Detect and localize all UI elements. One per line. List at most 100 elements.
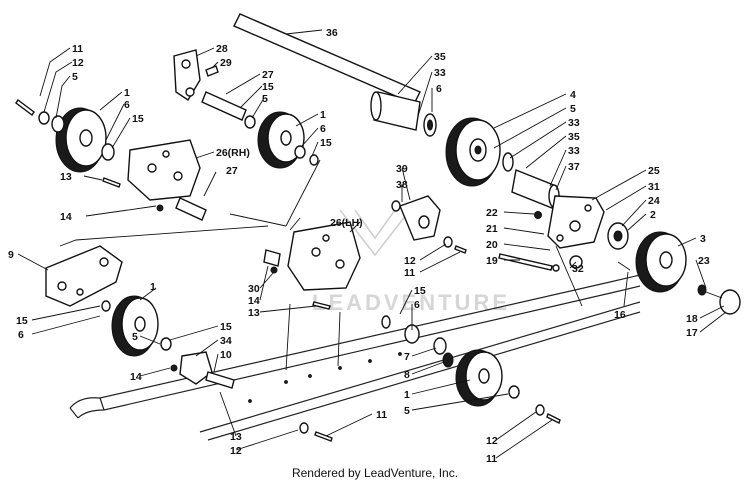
spacer-sleeve — [370, 91, 421, 131]
bolt-11-right — [535, 404, 561, 424]
callout-14-a: 14 — [60, 211, 72, 223]
callout-2: 2 — [650, 209, 656, 221]
callout-35-b: 35 — [568, 131, 580, 143]
callout-22: 22 — [486, 207, 498, 219]
right-side-bracket — [547, 195, 605, 249]
washer-12-mid — [443, 236, 467, 254]
callout-13-a: 13 — [60, 171, 72, 183]
callout-6-c: 6 — [436, 83, 442, 95]
callout-11-c: 11 — [376, 409, 387, 421]
callout-30: 30 — [248, 283, 260, 295]
right-idler-wheel — [635, 231, 687, 293]
pivot-block — [391, 195, 441, 241]
callout-24: 24 — [648, 195, 660, 207]
callout-38: 38 — [396, 179, 408, 191]
nut-14-upper — [156, 204, 164, 212]
callout-15-f: 15 — [220, 321, 232, 333]
callout-11-a: 11 — [72, 43, 83, 55]
nut-30 — [270, 266, 278, 274]
spacer-27-upper — [201, 91, 256, 129]
callout-6-d: 6 — [414, 299, 420, 311]
callout-7: 7 — [404, 351, 410, 363]
callout-6-e: 6 — [18, 329, 24, 341]
callout-1-b: 1 — [320, 109, 326, 121]
callout-5-b: 5 — [262, 93, 268, 105]
callout-14-b: 14 — [248, 295, 260, 307]
link-assembly — [170, 351, 235, 389]
callout-4: 4 — [570, 89, 576, 101]
callout-6-a: 6 — [124, 99, 130, 111]
callout-1-d: 1 — [404, 389, 410, 401]
large-idler-wheel — [445, 117, 501, 187]
lower-pivot-arm — [45, 245, 123, 307]
callout-32: 32 — [572, 263, 584, 275]
callout-5-d: 5 — [132, 331, 138, 343]
callout-3: 3 — [700, 233, 706, 245]
hub-cap — [697, 284, 741, 315]
callout-11-b: 11 — [404, 267, 415, 279]
callout-labels: 11 12 5 1 6 15 13 14 28 29 27 15 5 26(RH… — [8, 27, 710, 465]
callout-13-b: 13 — [248, 307, 260, 319]
callout-9: 9 — [8, 249, 14, 261]
callout-8: 8 — [404, 369, 410, 381]
callout-1-a: 1 — [124, 87, 130, 99]
callout-36: 36 — [326, 27, 338, 39]
slide-rail — [69, 274, 641, 441]
spacer-27-lower — [175, 197, 207, 221]
callout-29: 29 — [220, 57, 232, 69]
footer-credit: Rendered by LeadVenture, Inc. — [291, 466, 459, 480]
callout-27-b: 27 — [226, 165, 238, 177]
callout-33-a: 33 — [434, 67, 446, 79]
callout-26-rh: 26(RH) — [216, 147, 250, 159]
assembly-lines — [59, 159, 583, 371]
callout-12-d: 12 — [486, 435, 498, 447]
bolt-16 — [617, 261, 631, 271]
callout-17: 17 — [686, 327, 698, 339]
upper-left-wheel — [15, 98, 115, 173]
callout-15-a: 15 — [132, 113, 144, 125]
callout-11-d: 11 — [486, 453, 497, 465]
callout-5-c: 5 — [570, 103, 576, 115]
callout-12-c: 12 — [230, 445, 242, 457]
callout-15-c: 15 — [320, 137, 332, 149]
bolt-13-upper — [102, 177, 121, 188]
nut-22 — [534, 211, 542, 219]
callout-15-d: 15 — [414, 285, 426, 297]
callout-19: 19 — [486, 255, 498, 267]
bearing — [423, 113, 437, 137]
callout-12-a: 12 — [72, 57, 84, 69]
bolt-11-bottom — [299, 422, 333, 442]
callout-26-lh: 26(LH) — [330, 217, 363, 229]
callout-27-a: 27 — [262, 69, 274, 81]
callout-5-e: 5 — [404, 405, 410, 417]
callout-14-c: 14 — [130, 371, 142, 383]
callout-12-b: 12 — [404, 255, 416, 267]
bracket-lh — [287, 221, 361, 291]
callout-25: 25 — [648, 165, 660, 177]
callout-28: 28 — [216, 43, 228, 55]
callout-5-a: 5 — [72, 71, 78, 83]
callout-37: 37 — [568, 161, 580, 173]
spacer-14-mid — [263, 249, 281, 267]
bolt-13-mid — [312, 301, 331, 310]
callout-13-c: 13 — [230, 431, 242, 443]
callout-39: 39 — [396, 163, 408, 175]
callout-33-c: 33 — [568, 145, 580, 157]
callout-6-b: 6 — [320, 123, 326, 135]
bolt-long — [498, 253, 560, 272]
lower-left-wheel — [101, 295, 172, 357]
callout-18: 18 — [686, 313, 698, 325]
leader-lines — [17, 47, 727, 459]
callout-16: 16 — [614, 309, 626, 321]
callout-23: 23 — [698, 255, 710, 267]
callout-10: 10 — [220, 349, 232, 361]
callout-34: 34 — [220, 335, 232, 347]
bottom-wheel — [381, 315, 520, 407]
bracket-rh — [127, 139, 201, 201]
callout-20: 20 — [486, 239, 498, 251]
callout-35-a: 35 — [434, 51, 446, 63]
callout-33-b: 33 — [568, 117, 580, 129]
middle-upper-wheel — [257, 111, 319, 169]
callout-21: 21 — [486, 223, 498, 235]
